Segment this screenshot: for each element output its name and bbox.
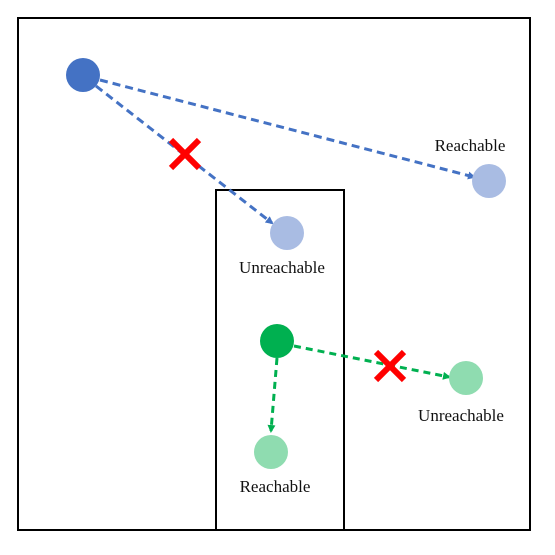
blue-reachable-node — [472, 164, 506, 198]
blue-unreachable-node — [270, 216, 304, 250]
green-reachable-node — [254, 435, 288, 469]
blue-reachable-label: Reachable — [435, 136, 506, 155]
green-unreachable-label: Unreachable — [418, 406, 504, 425]
blue-source-node — [66, 58, 100, 92]
inner-region-box — [215, 189, 345, 531]
green-arrow-to-reachable — [267, 357, 279, 433]
green-unreachable-node — [449, 361, 483, 395]
green-arrow-to-unreachable — [293, 344, 451, 380]
blue-arrow-to-reachable — [99, 78, 476, 180]
blocked-x-icon-green — [373, 349, 407, 383]
blue-unreachable-label: Unreachable — [239, 258, 325, 277]
green-source-node — [260, 324, 294, 358]
green-reachable-label: Reachable — [240, 477, 311, 496]
blocked-x-icon-blue — [168, 137, 202, 171]
